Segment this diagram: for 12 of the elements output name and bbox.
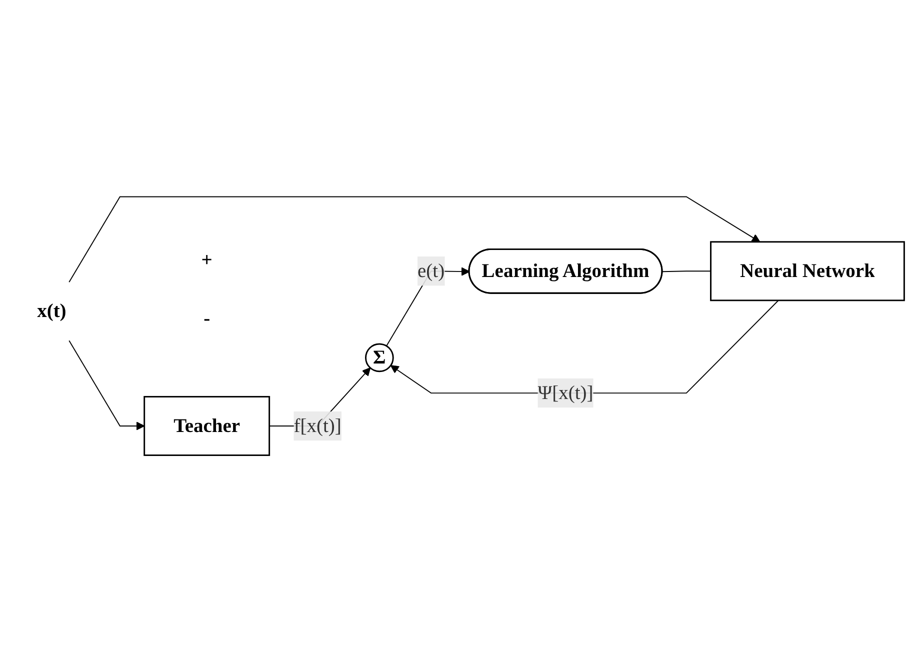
arrow <box>68 340 145 430</box>
node-box: Neural Network <box>710 241 905 302</box>
node-label: - <box>204 308 210 330</box>
edge-label: f[x(t)] <box>294 415 342 437</box>
node-box: Teacher <box>144 396 270 456</box>
arrow <box>68 196 760 283</box>
edge-label: e(t) <box>418 260 445 282</box>
connector <box>662 270 712 272</box>
node-circle: Σ <box>365 343 394 372</box>
edge-label: Ψ[x(t)] <box>538 382 594 404</box>
node-text: x(t) <box>37 300 66 322</box>
node-label: + <box>201 249 212 271</box>
